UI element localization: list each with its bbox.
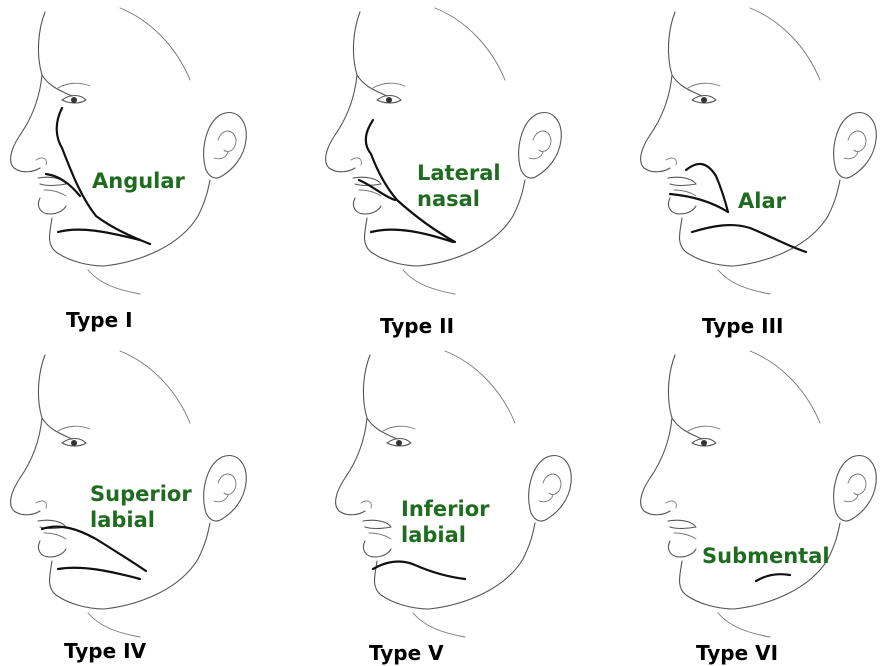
alar-artery [686,164,728,212]
panel-type-6: Submental Type VI [600,333,890,666]
face-illustration [600,0,890,333]
vessel-label: Angular [92,168,185,194]
superior-labial-artery [42,527,146,571]
facial-branch [371,230,453,242]
submental-artery [756,574,790,581]
panel-type-2: Lateral nasal Type II [305,0,595,333]
face-illustration [0,0,290,333]
type-label: Type I [66,308,133,332]
type-label: Type IV [64,639,146,663]
type-label: Type VI [696,641,778,665]
vessel-label: Superior labial [90,481,192,533]
labial-branch [670,194,728,212]
vessel-label: Submental [702,543,830,569]
inferior-labial-artery [373,562,465,579]
panel-type-5: Inferior labial Type V [305,333,595,666]
vessel-label: Lateral nasal [417,160,501,212]
vessel-label: Inferior labial [401,496,489,548]
panel-type-1: Angular Type I [0,0,290,333]
facial-branch [58,568,140,579]
facial-branch [692,225,806,252]
face-illustration [600,333,890,666]
panel-type-3: Alar Type III [600,0,890,333]
panel-type-4: Superior labial Type IV [0,333,290,666]
vessel-label: Alar [738,188,786,214]
type-label: Type V [369,641,444,665]
